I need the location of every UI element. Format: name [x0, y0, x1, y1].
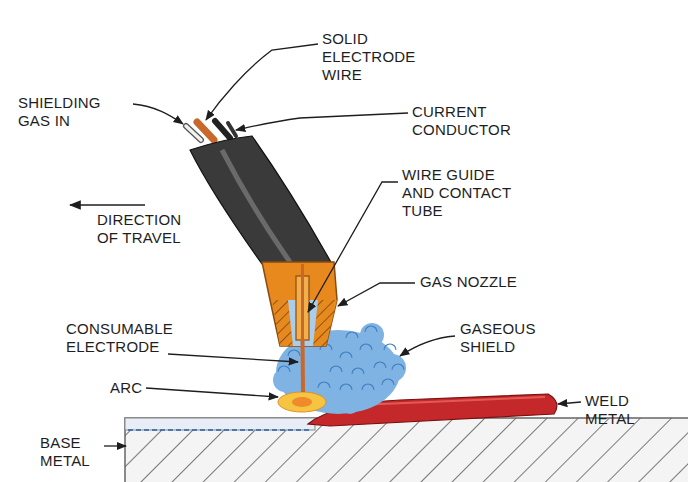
weld-bead [308, 394, 557, 426]
arc-core [292, 397, 312, 407]
part-label: ARC [110, 379, 142, 397]
part-label: GASEOUS SHIELD [460, 320, 536, 356]
part-label: CONSUMABLE ELECTRODE [66, 320, 173, 356]
base-metal [125, 418, 688, 482]
arc [278, 392, 326, 412]
gas-nozzle [262, 262, 337, 346]
travel-arrow [70, 204, 145, 206]
part-label: WELD METAL [585, 392, 635, 428]
part-label: SOLID ELECTRODE WIRE [322, 30, 416, 84]
part-label: CURRENT CONDUCTOR [412, 103, 511, 139]
part-label: BASE METAL [40, 434, 90, 470]
part-label: GAS NOZZLE [420, 273, 517, 291]
part-label: DIRECTION OF TRAVEL [97, 211, 181, 247]
part-label: WIRE GUIDE AND CONTACT TUBE [402, 166, 511, 220]
part-label: SHIELDING GAS IN [18, 94, 101, 130]
consumable-electrode [301, 340, 306, 392]
torch-cable [186, 121, 332, 264]
